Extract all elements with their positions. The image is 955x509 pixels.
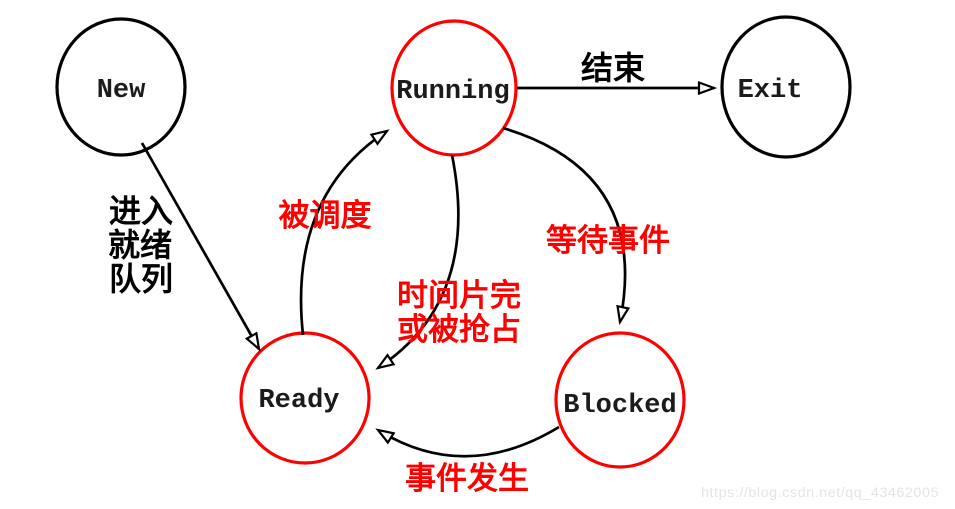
edge-label-enter-ready-queue: 进入 就绪 队列 [108,193,173,297]
node-blocked-circle [554,331,686,469]
edge-label-finish: 结束 [581,50,645,86]
node-new: New [55,17,187,157]
node-running-circle [390,19,518,157]
edge-label-timeslice-preempted: 时间片完 或被抢占 [397,278,521,347]
edge-label-wait-event: 等待事件 [546,223,670,258]
node-blocked: Blocked [554,331,686,469]
arrow-ready-to-running [299,131,387,336]
arrow-running-to-ready [378,154,460,368]
edge-label-timeslice-line2: 或被抢占 [397,312,521,347]
edge-label-timeslice-line1: 时间片完 [397,278,521,313]
edge-label-enter-ready-queue-line1: 进入 [109,193,173,229]
node-ready-label: Ready [258,386,339,416]
node-exit-circle [720,15,852,159]
edge-label-enter-ready-queue-line3: 队列 [109,261,173,297]
edge-label-enter-ready-queue-line2: 就绪 [108,227,172,263]
node-new-circle [55,17,187,157]
arrow-blocked-to-ready [378,425,560,458]
edge-label-scheduled: 被调度 [279,198,372,233]
node-exit-label: Exit [738,76,803,106]
arrow-new-to-ready [140,142,259,349]
edge-label-event-occurs: 事件发生 [405,461,529,496]
node-new-label: New [97,76,146,106]
watermark-url: https://blog.csdn.net/qq_43462005 [701,485,939,500]
node-ready: Ready [239,331,371,465]
node-exit: Exit [720,15,852,159]
node-ready-circle [239,331,371,465]
node-blocked-label: Blocked [563,391,676,421]
arrow-running-to-blocked [502,126,625,322]
node-running: Running [390,19,518,157]
node-running-label: Running [396,77,509,107]
